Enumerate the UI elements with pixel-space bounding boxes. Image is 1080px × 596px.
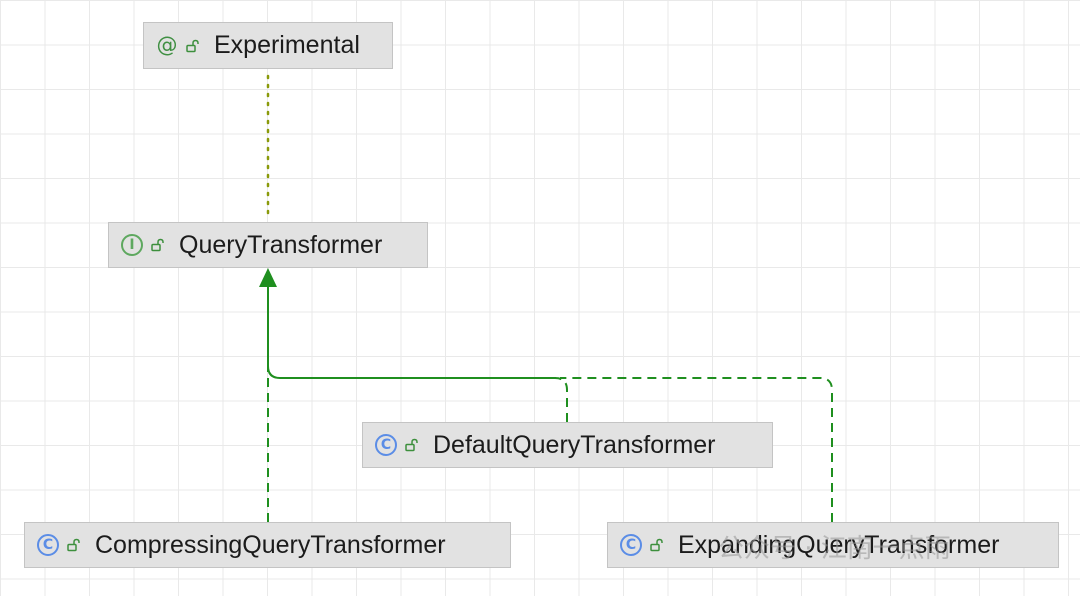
node-label: DefaultQueryTransformer <box>433 430 716 459</box>
public-icon <box>67 538 80 552</box>
class-icon: C <box>375 434 397 456</box>
class-icon: C <box>620 534 642 556</box>
node-label: CompressingQueryTransformer <box>95 530 446 559</box>
node-default-query-transformer[interactable]: C DefaultQueryTransformer <box>362 422 773 468</box>
public-icon <box>405 438 418 452</box>
public-icon <box>151 238 164 252</box>
edge-expanding-implements <box>560 377 833 522</box>
edge-trunk <box>267 286 556 379</box>
interface-icon: I <box>121 234 143 256</box>
annotation-icon: @ <box>156 33 178 57</box>
node-query-transformer[interactable]: I QueryTransformer <box>108 222 428 268</box>
public-icon <box>650 538 663 552</box>
node-experimental[interactable]: @ Experimental <box>143 22 393 69</box>
arrowhead-implements <box>259 268 277 287</box>
node-expanding-query-transformer[interactable]: C ExpandingQueryTransformer <box>607 522 1059 568</box>
class-icon: C <box>37 534 59 556</box>
edge-default-implements <box>267 286 568 422</box>
node-label: Experimental <box>214 31 360 59</box>
node-label: ExpandingQueryTransformer <box>678 530 1000 559</box>
node-compressing-query-transformer[interactable]: C CompressingQueryTransformer <box>24 522 511 568</box>
public-icon <box>186 39 199 52</box>
node-label: QueryTransformer <box>179 230 383 259</box>
